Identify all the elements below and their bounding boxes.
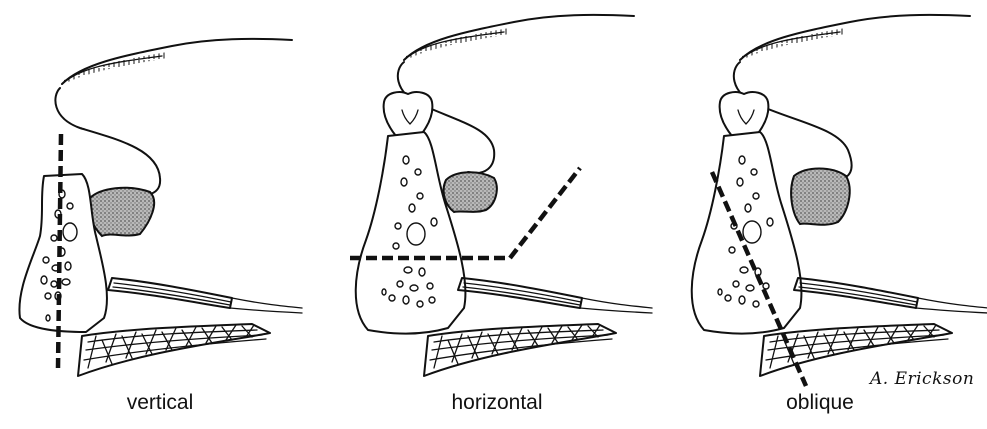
stippled-tissue: [444, 172, 497, 212]
artist-signature: A. Erickson: [870, 369, 974, 389]
panel-vertical: [19, 39, 302, 376]
panel-oblique: [692, 15, 987, 386]
cut-line-vertical: [58, 134, 61, 368]
label-horizontal: horizontal: [377, 391, 617, 415]
panel-horizontal: [350, 15, 652, 376]
label-oblique: oblique: [700, 391, 940, 415]
label-vertical: vertical: [40, 391, 280, 415]
stippled-tissue: [89, 188, 154, 236]
stippled-tissue: [791, 169, 850, 225]
